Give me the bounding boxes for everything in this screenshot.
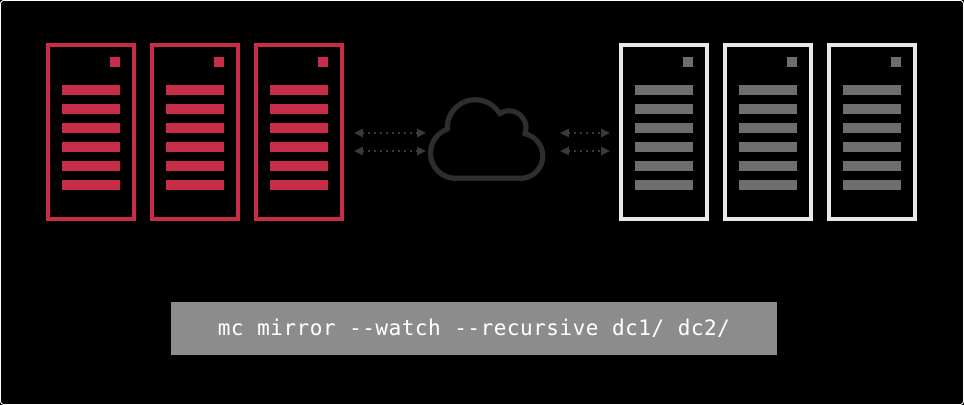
server-led-icon xyxy=(683,57,693,67)
mirror-command: mc mirror --watch --recursive dc1/ dc2/ xyxy=(171,302,777,355)
server-drive-bays-icon xyxy=(635,85,693,199)
server-drive-bays-icon xyxy=(166,85,224,199)
destination-server-cluster xyxy=(619,43,917,221)
server-led-icon xyxy=(318,57,328,67)
server-icon xyxy=(619,43,709,221)
server-drive-bays-icon xyxy=(270,85,328,199)
sync-arrows-left xyxy=(347,125,433,161)
server-icon xyxy=(150,43,240,221)
server-led-icon xyxy=(891,57,901,67)
server-icon xyxy=(827,43,917,221)
sync-arrows-right xyxy=(553,125,617,161)
server-drive-bays-icon xyxy=(739,85,797,199)
dotted-arrow-icon xyxy=(354,128,426,156)
server-drive-bays-icon xyxy=(62,85,120,199)
server-led-icon xyxy=(787,57,797,67)
server-icon xyxy=(46,43,136,221)
server-icon xyxy=(723,43,813,221)
dotted-arrow-icon xyxy=(560,128,610,156)
server-icon xyxy=(254,43,344,221)
source-server-cluster xyxy=(46,43,344,221)
server-led-icon xyxy=(214,57,224,67)
server-drive-bays-icon xyxy=(843,85,901,199)
server-led-icon xyxy=(110,57,120,67)
cloud-icon xyxy=(427,95,547,183)
